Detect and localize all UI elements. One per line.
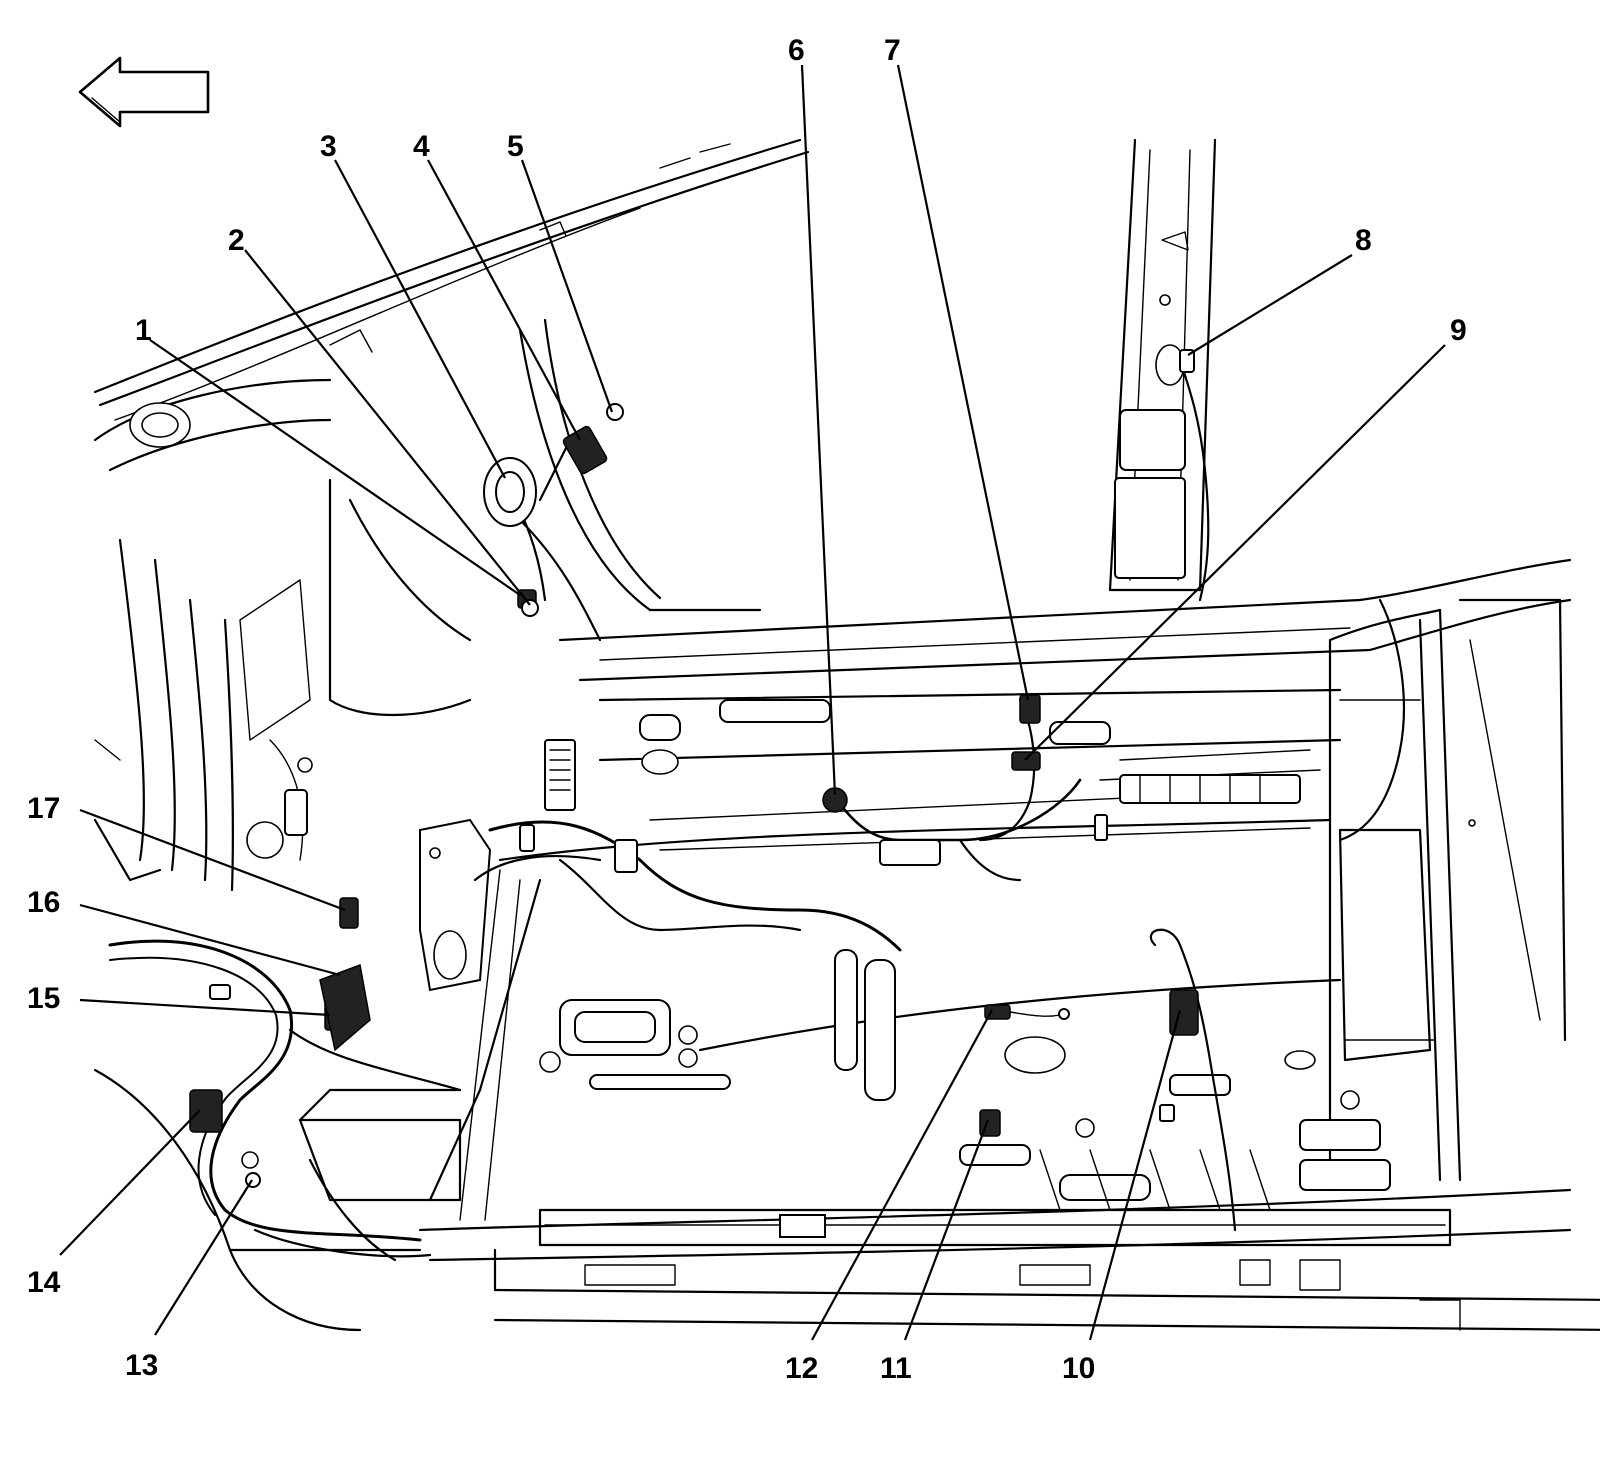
callout-16: 16 (27, 886, 60, 919)
callout-15: 15 (27, 982, 60, 1015)
callout-12: 12 (785, 1352, 818, 1385)
connector-2 (521, 599, 539, 617)
connector-7 (1019, 694, 1041, 724)
callout-9: 9 (1450, 314, 1467, 347)
wiring-harness (108, 349, 1405, 1242)
callout-10: 10 (1062, 1352, 1095, 1385)
callout-3: 3 (320, 130, 337, 163)
junction-block (879, 839, 941, 866)
callout-2: 2 (228, 224, 245, 257)
connector-9 (1011, 751, 1041, 771)
vehicle-body-illustration (93, 138, 1600, 1332)
callout-11: 11 (880, 1352, 912, 1385)
connector-8 (1179, 349, 1195, 373)
connector-16 (319, 963, 371, 1052)
callout-leaders (59, 64, 1446, 1341)
callout-5: 5 (507, 130, 524, 163)
connector-17 (339, 897, 359, 929)
callout-7: 7 (884, 34, 901, 67)
callout-6: 6 (788, 34, 805, 67)
callout-14: 14 (27, 1266, 61, 1299)
connector-14 (189, 1089, 223, 1133)
callout-1: 1 (135, 314, 152, 347)
callout-8: 8 (1355, 224, 1372, 257)
callout-13: 13 (125, 1349, 158, 1382)
arrow-left-icon (78, 56, 210, 128)
callout-labels: 1 2 3 4 5 6 7 8 9 10 11 12 13 14 15 16 1… (27, 34, 1467, 1385)
callout-17: 17 (27, 792, 60, 825)
callout-4: 4 (413, 130, 430, 163)
